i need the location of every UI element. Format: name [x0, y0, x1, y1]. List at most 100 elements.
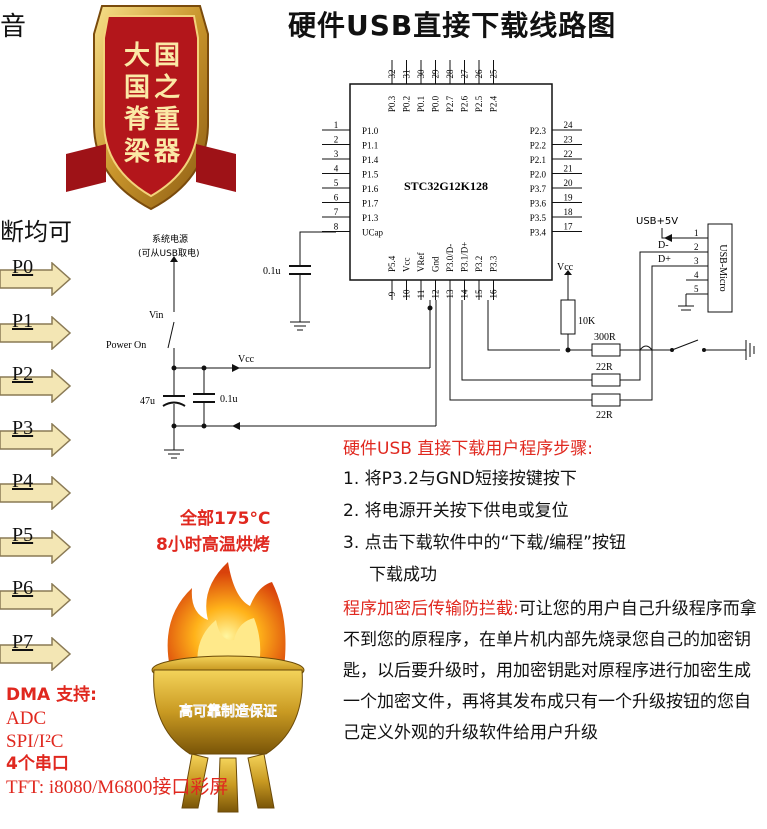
cap-01u-label: 0.1u — [220, 394, 238, 405]
pin-number: 30 — [416, 69, 426, 79]
cap-47u-label: 47u — [140, 396, 155, 407]
power-on-label: Power On — [106, 340, 146, 351]
pin-number: 11 — [416, 290, 426, 299]
pin-name: P0.2 — [402, 96, 412, 112]
pin-name: P2.4 — [489, 95, 499, 112]
step-3: 3. 点击下载软件中的“下载/编程”按钮 — [343, 533, 626, 553]
pin-number: 6 — [334, 193, 339, 203]
port-arrow-p4: P4 — [0, 470, 72, 511]
pin-number: 10 — [402, 289, 412, 299]
pin-name: P3.1/D+ — [460, 242, 470, 272]
sys-power-sub-label: (可从USB取电) — [138, 247, 200, 259]
r22b-label: 22R — [596, 410, 613, 421]
pin-name: P1.3 — [362, 213, 379, 223]
usb-pin-number: 2 — [694, 242, 699, 252]
svg-text:大: 大 — [124, 41, 150, 71]
pin-number: 17 — [564, 222, 574, 232]
pin-name: P0.1 — [416, 96, 426, 112]
chip-body — [349, 83, 553, 281]
port-label: P7 — [12, 630, 34, 653]
usb-pin-number: 5 — [694, 284, 699, 294]
port-label: P6 — [12, 577, 34, 599]
svg-text:国: 国 — [154, 41, 180, 71]
pin-number: 28 — [445, 69, 455, 79]
pin-number: 32 — [387, 70, 397, 79]
pin-number: 24 — [564, 120, 574, 130]
pin-number: 12 — [431, 290, 441, 299]
pin-name: P2.7 — [445, 95, 455, 112]
svg-text:梁: 梁 — [123, 137, 150, 167]
pin-name: P2.2 — [530, 141, 546, 151]
pin-name: P3.7 — [530, 184, 547, 194]
pin-name: P3.3 — [489, 255, 499, 272]
pin-name: P2.0 — [530, 170, 547, 180]
dma-tft: TFT: i8080/M6800接口彩屏 — [6, 777, 229, 798]
pin-name: P0.0 — [431, 95, 441, 112]
pin-name: UCap — [362, 228, 383, 238]
dma-uart: 4个串口 — [6, 754, 69, 774]
badge-shield-icon: 大 国 国 之 脊 重 梁 器 — [66, 5, 236, 211]
pin-number: 31 — [402, 70, 412, 79]
encryption-body: 可让您的用户自己升级程序而拿不到您的原程序，在单片机内部先烧录您自己的加密钥匙，… — [343, 599, 757, 743]
port-label: P1 — [12, 309, 34, 332]
svg-text:国: 国 — [124, 73, 150, 103]
vcc2-label: Vcc — [557, 262, 574, 273]
dma-spi: SPI/I²C — [6, 731, 64, 752]
port-label: P5 — [12, 523, 34, 546]
bronze-vessel-icon: 高可靠制造保证 — [151, 562, 305, 813]
port-arrow-p2: P2 — [0, 363, 72, 404]
sys-power-label: 系统电源 — [152, 233, 188, 245]
step-3-cont: 下载成功 — [369, 565, 437, 585]
chip-name: STC32G12K128 — [404, 179, 488, 193]
pin-number: 15 — [474, 289, 484, 299]
pin-name: P2.6 — [460, 95, 470, 112]
encryption-paragraph: 程序加密后传输防拦截:可让您的用户自己升级程序而拿不到您的原程序，在单片机内部先… — [343, 594, 763, 749]
encryption-heading: 程序加密后传输防拦截: — [343, 599, 519, 619]
dma-heading: DMA 支持: — [6, 685, 97, 705]
pin-name: P2.3 — [530, 126, 547, 136]
pin-number: 13 — [445, 289, 455, 299]
pin-number: 9 — [387, 291, 397, 296]
pin-name: P3.5 — [530, 213, 547, 223]
pin-name: P3.0/D- — [445, 244, 455, 272]
pin-number: 14 — [460, 289, 470, 299]
pin-name: P1.5 — [362, 170, 379, 180]
pin-number: 22 — [564, 149, 573, 159]
pin-name: P2.1 — [530, 155, 546, 165]
port-label: P2 — [12, 363, 34, 385]
r300-label: 300R — [594, 332, 616, 343]
pin-number: 19 — [564, 193, 574, 203]
pin-number: 2 — [334, 135, 339, 145]
pin-number: 21 — [564, 164, 573, 174]
pin-name: Gnd — [431, 256, 441, 272]
pin-number: 25 — [489, 69, 499, 79]
page-title: 硬件USB直接下载线路图 — [288, 9, 617, 42]
vcc-label: Vcc — [238, 354, 255, 365]
cutoff-heading: 音 — [0, 12, 27, 42]
pin-number: 8 — [334, 222, 339, 232]
d-plus-label: D+ — [658, 254, 671, 265]
bake-temp: 全部175°C — [180, 509, 271, 529]
steps-title: 硬件USB 直接下载用户程序步骤: — [343, 439, 594, 459]
pin-name: P3.6 — [530, 199, 547, 209]
step-2: 2. 将电源开关按下供电或复位 — [343, 501, 569, 521]
pin-number: 7 — [334, 207, 339, 217]
cutoff-caption: 断均可 — [0, 218, 72, 246]
pin-number: 18 — [564, 207, 574, 217]
pin-name: P5.4 — [387, 255, 397, 272]
r22a-label: 22R — [596, 362, 613, 373]
port-arrow-p6: P6 — [0, 577, 72, 618]
pin-name: VRef — [416, 253, 426, 273]
port-label: P3 — [12, 416, 34, 439]
usb-5v-label: USB+5V — [636, 216, 678, 227]
usb-pin-number: 1 — [694, 228, 699, 238]
port-arrow-p5: P5 — [0, 524, 72, 565]
dma-support-list: DMA 支持: ADC SPI/I²C 4个串口 TFT: i8080/M680… — [6, 684, 228, 799]
pin-number: 27 — [460, 69, 470, 79]
svg-text:重: 重 — [154, 105, 180, 135]
pin-name: Vcc — [402, 258, 412, 273]
pin-number: 4 — [334, 164, 339, 174]
port-arrow-p7: P7 — [0, 631, 72, 672]
vin-label: Vin — [149, 310, 163, 321]
usb-pin-number: 3 — [694, 256, 699, 266]
